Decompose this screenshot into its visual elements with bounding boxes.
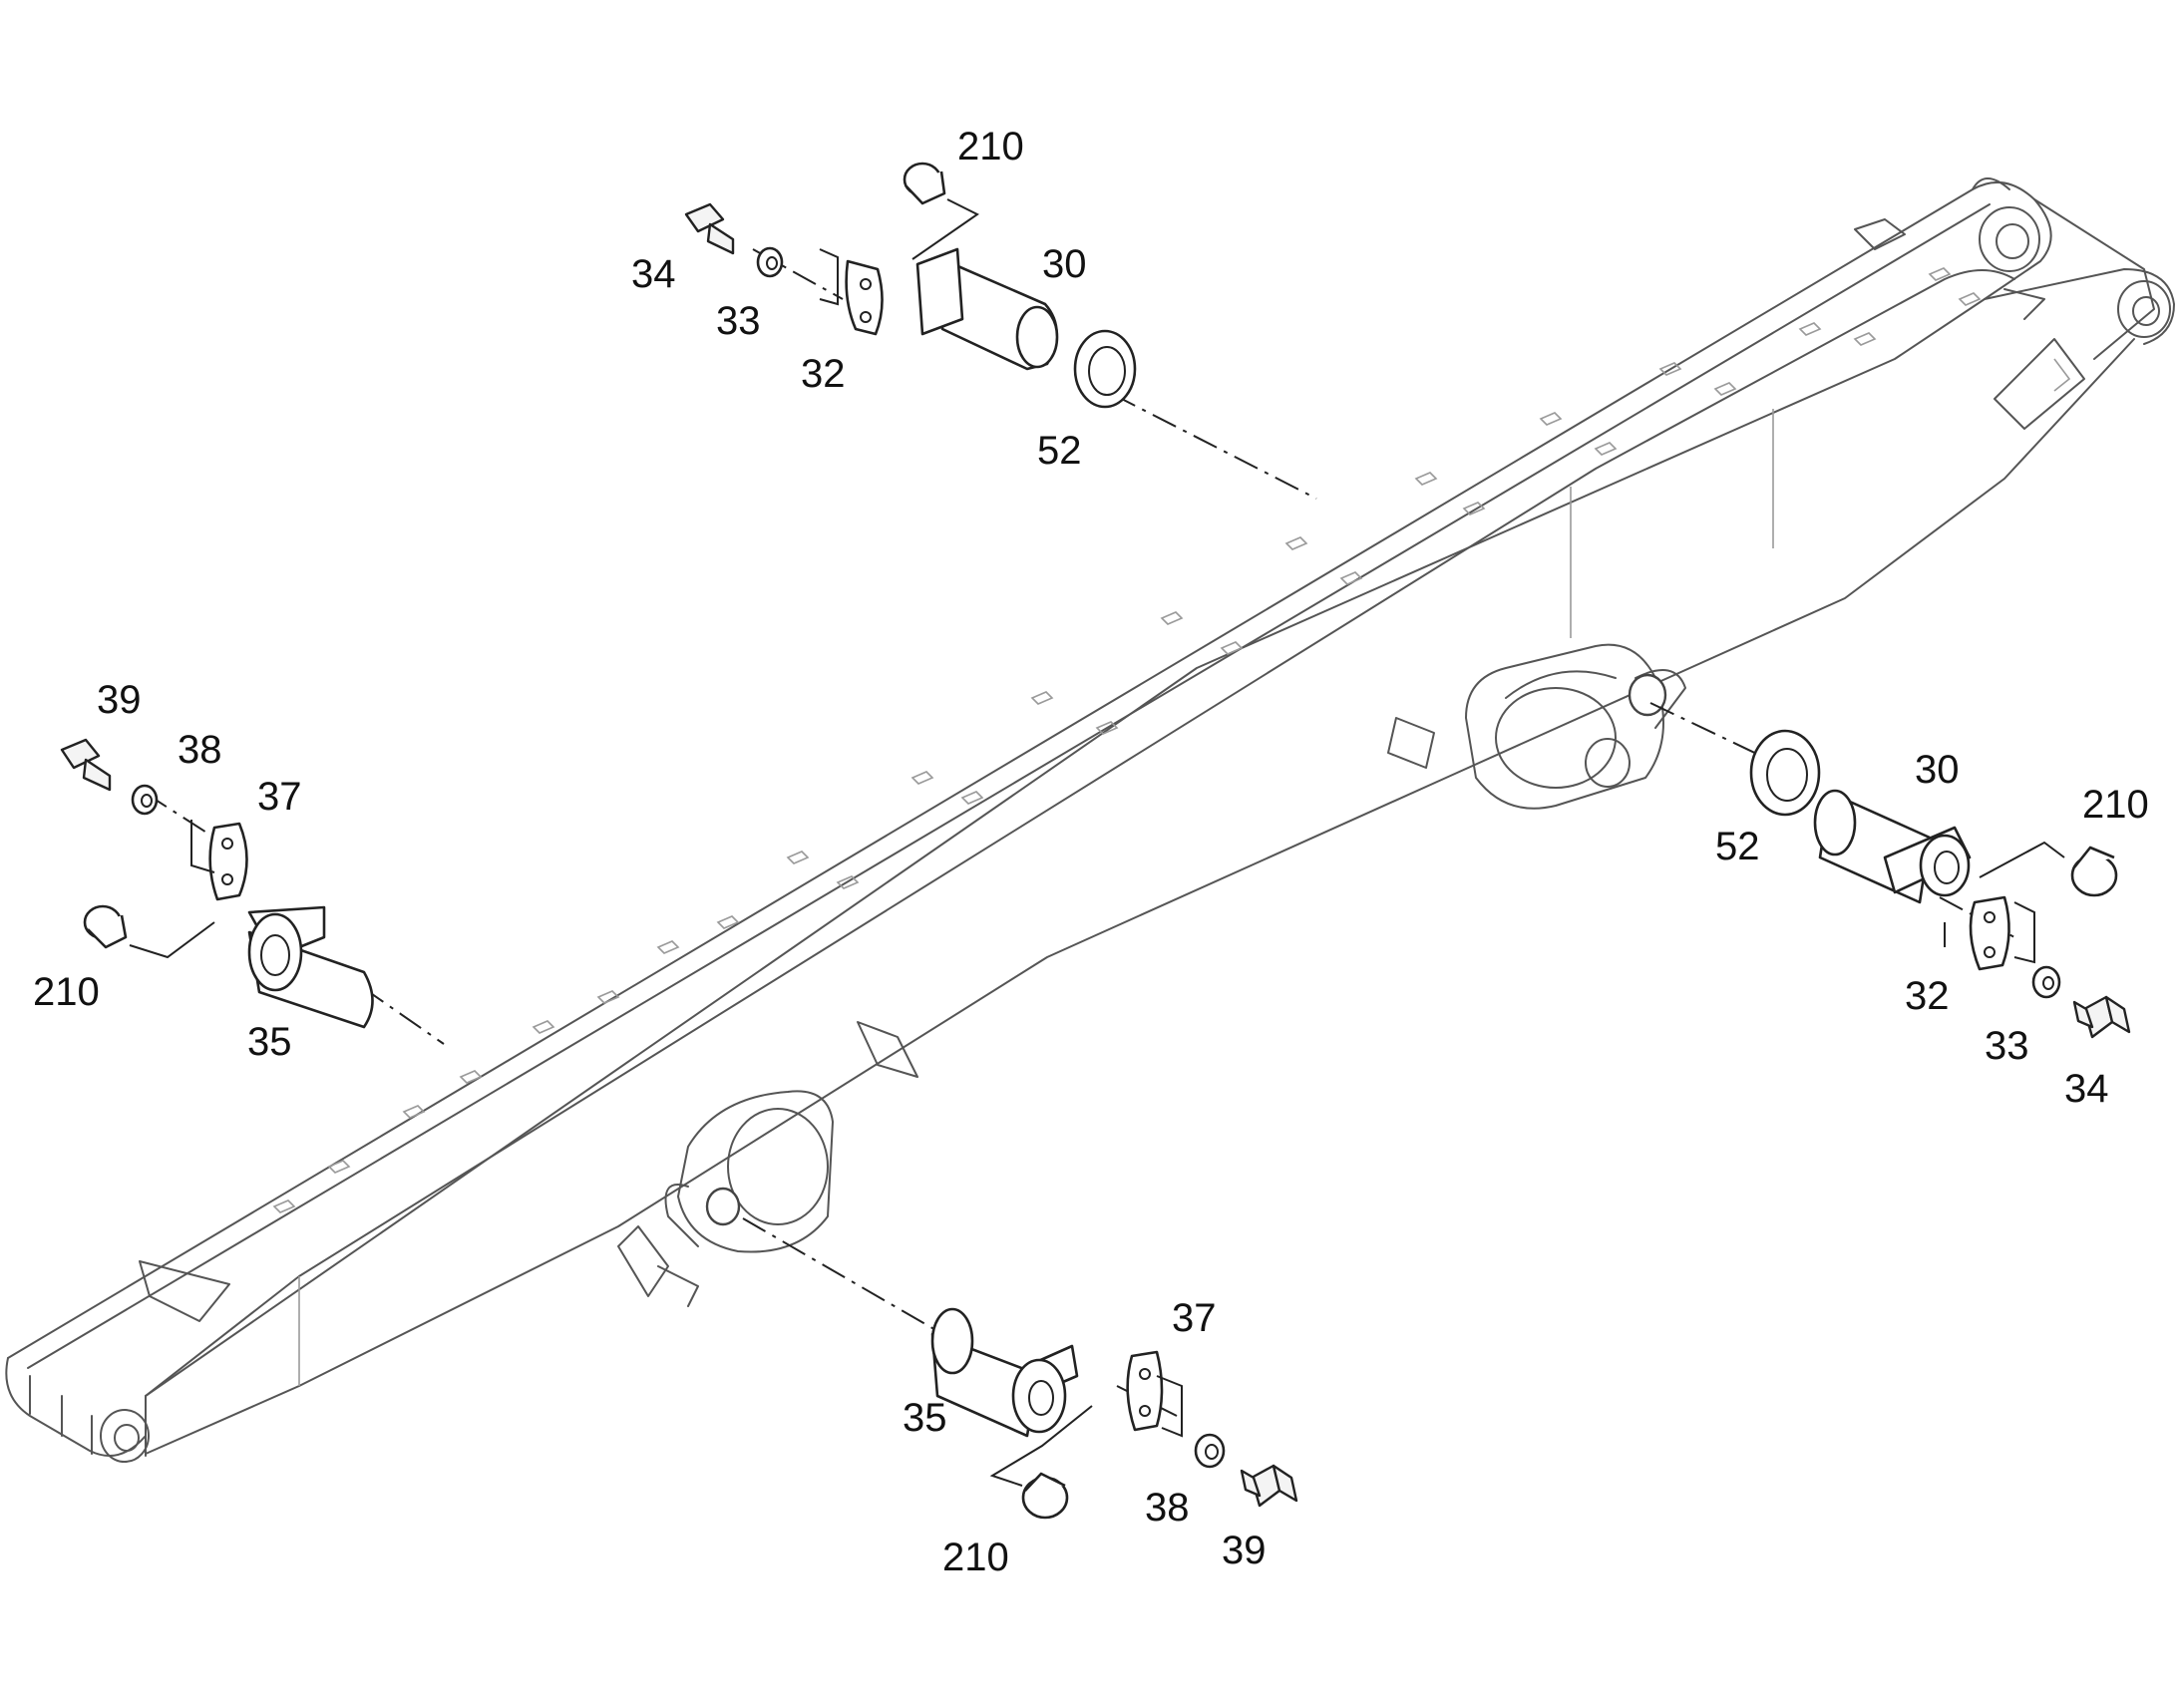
callout-38-left: 38 — [178, 728, 222, 772]
callout-210-right: 210 — [2082, 783, 2149, 827]
plate-32-top — [845, 259, 884, 336]
washer-38-bottom — [1194, 1433, 1226, 1469]
callout-37-bottom: 37 — [1172, 1296, 1217, 1340]
washer-33-top — [756, 246, 784, 278]
bolt-34-top — [684, 202, 735, 255]
callout-35-bottom: 35 — [903, 1396, 947, 1440]
callout-210-top: 210 — [957, 125, 1024, 169]
callout-30-top: 30 — [1042, 242, 1087, 286]
top-pin-group — [684, 162, 1137, 409]
plate-37-bottom — [1126, 1350, 1164, 1432]
callout-32-right: 32 — [1905, 974, 1950, 1018]
callout-labels: 210 30 34 33 32 52 39 38 37 210 35 30 21… — [33, 125, 2149, 1579]
washer-38-left — [131, 784, 159, 816]
callout-33-top: 33 — [716, 299, 761, 343]
bolt-34-right — [2072, 995, 2131, 1039]
callout-210-bottom: 210 — [942, 1536, 1009, 1579]
cap-210-top — [903, 162, 946, 205]
washer-52-right — [1749, 729, 1821, 817]
callout-52-right: 52 — [1715, 825, 1760, 868]
left-pin-group — [60, 738, 374, 1029]
plate-37-left — [208, 822, 248, 901]
callout-39-bottom: 39 — [1222, 1529, 1267, 1572]
callout-52-top: 52 — [1037, 429, 1082, 473]
cap-210-left — [83, 904, 128, 949]
cap-210-bottom — [1021, 1472, 1069, 1520]
pin-30-top — [915, 247, 1059, 371]
washer-33-right — [2031, 965, 2061, 999]
callout-210-left: 210 — [33, 970, 100, 1014]
bolt-39-bottom — [1240, 1464, 1298, 1508]
callout-39-left: 39 — [97, 678, 142, 722]
callout-30-right: 30 — [1915, 748, 1960, 792]
bottom-pin-group — [930, 1307, 1298, 1520]
pin-30-right — [1813, 789, 1972, 904]
boom-arm — [5, 177, 2175, 1463]
callout-33-right: 33 — [1985, 1024, 2029, 1068]
cap-210-right — [2070, 846, 2118, 897]
right-pin-group — [1749, 729, 2131, 1039]
callout-38-bottom: 38 — [1145, 1486, 1190, 1530]
callout-32-top: 32 — [801, 352, 846, 396]
callout-34-top: 34 — [631, 252, 676, 296]
callout-37-left: 37 — [257, 775, 302, 819]
plate-32-right — [1969, 895, 2010, 971]
bolt-39-left — [60, 738, 112, 792]
pin-35-left — [247, 905, 374, 1029]
pin-35-bottom — [930, 1307, 1079, 1438]
washer-52-top — [1073, 329, 1137, 409]
callout-34-right: 34 — [2064, 1067, 2109, 1111]
callout-35-left: 35 — [247, 1020, 292, 1064]
